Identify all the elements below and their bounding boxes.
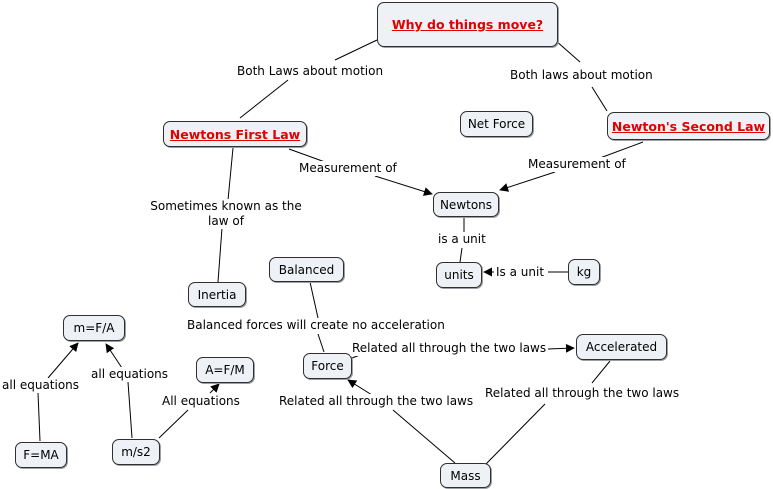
edge-ms2-afm-a <box>158 409 189 439</box>
node-newtons[interactable]: Newtons <box>433 192 499 217</box>
edge-first-sometimes-a <box>227 147 234 201</box>
label-sometimes-known: Sometimes known as the law of <box>146 199 306 229</box>
label-measurement-of-second: Measurement of <box>526 157 628 172</box>
node-f-equals-ma[interactable]: F=MA <box>15 442 67 468</box>
label-is-a-unit-kg: Is a unit <box>494 265 547 280</box>
edge-first-measure-a <box>288 148 326 163</box>
label-related-mass-force: Related all through the two laws <box>277 394 476 409</box>
edge-why-second-b <box>591 86 608 112</box>
node-kg[interactable]: kg <box>568 259 600 285</box>
edge-why-second-a <box>554 39 581 63</box>
node-force[interactable]: Force <box>303 353 352 379</box>
node-units[interactable]: units <box>436 262 482 288</box>
label-all-equations-ms2: all equations <box>89 367 171 382</box>
edge-fma-mfa-b <box>47 342 79 379</box>
label-measurement-of-first: Measurement of <box>297 161 399 176</box>
node-m-per-s2[interactable]: m/s2 <box>112 439 160 465</box>
label-all-equations-afm: All equations <box>160 394 242 409</box>
node-newtons-first-law[interactable]: Newtons First Law <box>163 121 307 147</box>
edge-fma-mfa-a <box>37 392 41 442</box>
edge-ms2-mfa-b <box>105 343 123 369</box>
edge-force-accel-b <box>547 343 575 353</box>
node-newtons-second-law[interactable]: Newton's Second Law <box>607 112 770 140</box>
edge-second-measure-b <box>499 171 556 192</box>
edge-why-first-a <box>334 39 378 61</box>
edge-ms2-afm-b <box>209 383 220 394</box>
node-net-force[interactable]: Net Force <box>460 111 533 137</box>
label-related-force-accelerated: Related all through the two laws <box>350 341 549 356</box>
node-accelerated[interactable]: Accelerated <box>576 334 667 360</box>
edge-first-measure-b <box>374 175 433 196</box>
label-both-laws-about-motion-second: Both laws about motion <box>508 68 655 83</box>
edge-mass-force-b <box>347 379 373 396</box>
label-all-equations-fma: all equations <box>0 378 82 393</box>
edge-newtons-isunit-b <box>459 247 463 263</box>
node-why-do-things-move[interactable]: Why do things move? <box>377 2 558 47</box>
edge-balanced-force-b <box>317 333 325 353</box>
edge-mass-accel-a <box>485 403 546 465</box>
edge-mass-force-a <box>392 409 456 464</box>
label-both-laws-about-motion: Both Laws about motion <box>235 64 386 79</box>
edge-why-first-b <box>239 79 289 119</box>
node-mass[interactable]: Mass <box>440 463 491 488</box>
node-a-equals-f-over-m[interactable]: A=F/M <box>196 357 254 383</box>
edge-balanced-force-a <box>309 281 319 319</box>
edge-first-sometimes-b <box>217 227 223 283</box>
node-m-equals-f-over-a[interactable]: m=F/A <box>63 315 125 341</box>
label-balanced-forces: Balanced forces will create no accelerat… <box>185 318 447 333</box>
node-inertia[interactable]: Inertia <box>188 282 246 307</box>
label-related-mass-accelerated: Related all through the two laws <box>483 386 682 401</box>
label-is-a-unit-newtons: is a unit <box>436 232 488 247</box>
node-balanced[interactable]: Balanced <box>269 257 344 282</box>
edge-second-measure-a <box>599 141 644 159</box>
edge-mass-accel-b <box>591 360 611 384</box>
edge-ms2-mfa-a <box>127 381 133 439</box>
